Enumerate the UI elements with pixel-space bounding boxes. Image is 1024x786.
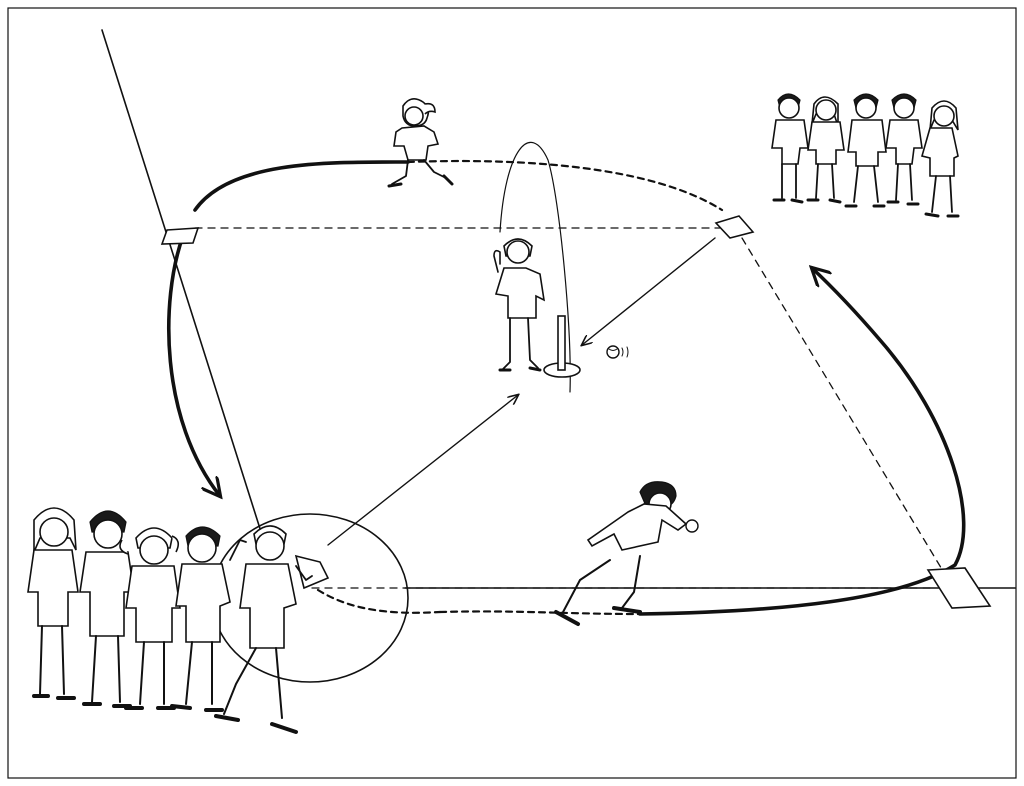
run-path-top-left bbox=[193, 160, 410, 212]
queue-kid-1 bbox=[27, 507, 79, 700]
batting-tee bbox=[543, 315, 581, 378]
batting-queue-group bbox=[27, 507, 313, 734]
base-line-right bbox=[741, 237, 947, 577]
waiting-team-group bbox=[771, 93, 960, 218]
queue-kid-5 bbox=[214, 525, 313, 734]
right-base bbox=[926, 567, 992, 609]
ball bbox=[606, 345, 629, 359]
waiting-kid-5 bbox=[921, 100, 960, 218]
run-path-home-dashed bbox=[316, 588, 442, 614]
queue-kid-4 bbox=[170, 526, 247, 712]
run-path-bottom-dashed bbox=[438, 610, 642, 616]
run-path-top-dashed bbox=[406, 159, 724, 212]
waiting-kid-1 bbox=[771, 93, 809, 204]
run-arrow-left-down bbox=[167, 234, 220, 496]
fly-ball-arc bbox=[499, 141, 571, 393]
throw-arrow-to-tee bbox=[327, 395, 518, 546]
queue-kid-3 bbox=[119, 527, 181, 710]
waiting-kid-3 bbox=[844, 93, 887, 208]
top-right-base bbox=[714, 215, 755, 239]
run-arrow-right-up bbox=[638, 268, 966, 616]
left-foul-line bbox=[101, 29, 263, 536]
left-base bbox=[160, 227, 200, 245]
diagram-frame bbox=[7, 7, 1017, 779]
top-runner bbox=[387, 98, 454, 188]
baserunner-sprinting bbox=[554, 481, 699, 626]
waiting-kid-4 bbox=[885, 93, 923, 206]
waiting-kid-2 bbox=[806, 96, 845, 204]
queue-kid-2 bbox=[79, 510, 135, 708]
tee-fielder bbox=[493, 238, 546, 372]
home-plate bbox=[294, 554, 330, 590]
throw-arrow-from-base bbox=[582, 237, 716, 345]
